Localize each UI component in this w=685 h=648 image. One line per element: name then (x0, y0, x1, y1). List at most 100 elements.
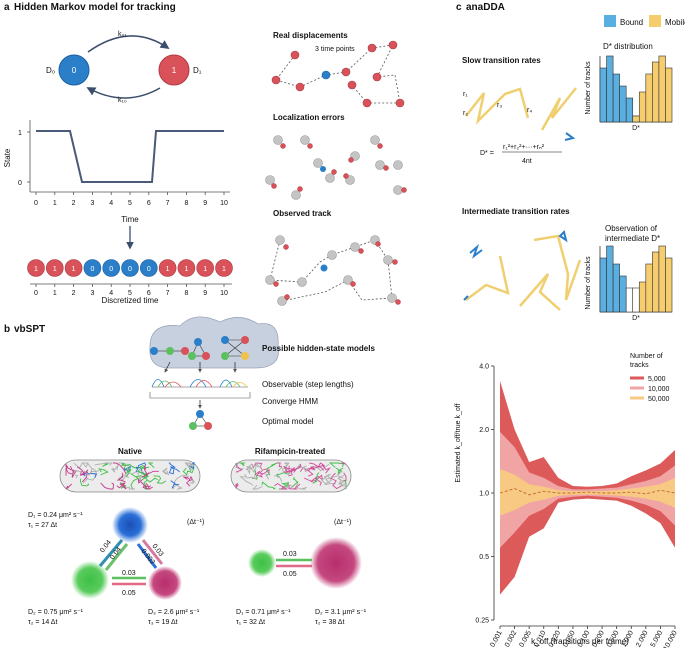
discrete-state-circle (121, 259, 139, 277)
discrete-state-circle (45, 259, 64, 277)
discrete-state-value: 1 (203, 266, 207, 273)
native-d2: D₂ = 0.75 μm² s⁻¹ (28, 609, 84, 616)
hist-bar-bound (606, 55, 614, 123)
real-displacements: Real displacements 3 time points (271, 31, 405, 108)
r4-label: r₄ (527, 107, 532, 114)
cell-track (284, 481, 294, 491)
k01-label: k₀₁ (118, 31, 127, 38)
hist-bar-intermediate (625, 287, 634, 313)
hist-bar-mobile (632, 115, 640, 123)
native-state-1 (112, 507, 148, 543)
models-cloud (149, 316, 279, 373)
discrete-tick-label: 3 (90, 290, 94, 297)
hist2-title-1: Observation of (605, 224, 658, 233)
cell-track (266, 462, 278, 476)
y-tick-0: 0 (18, 180, 22, 187)
cell-track (307, 466, 325, 471)
cell-track (295, 482, 307, 490)
rifampicin-label: Rifampicin-treated (255, 447, 325, 456)
cell-track (65, 483, 73, 490)
cell-track (189, 479, 195, 485)
native-t3: τ₃ = 19 Δt (148, 619, 178, 626)
discrete-state-circle (196, 259, 214, 277)
discrete-state-circle (140, 259, 158, 277)
two-state-model: k₀₁ k₁₀ 0 1 D₀ D₁ (46, 31, 202, 104)
cell-track (98, 468, 109, 476)
koff-y-tick-label: 0.5 (479, 554, 489, 561)
hist2-title-2: intermediate D* (605, 234, 660, 243)
time-tick-label: 6 (147, 200, 151, 207)
discrete-state-circle (64, 259, 83, 277)
hist-bar-bound (619, 275, 627, 313)
cell-track (70, 466, 78, 478)
observed-track-title: Observed track (273, 209, 332, 218)
time-tick-label: 0 (34, 200, 38, 207)
r2-label: r₂ (463, 110, 468, 117)
time-tick-label: 3 (90, 200, 94, 207)
koff-band-5,000 (500, 380, 675, 595)
native-state-3 (148, 566, 182, 600)
native-label: Native (118, 447, 143, 456)
hist1-title: D* distribution (603, 42, 653, 51)
cell-track (285, 466, 297, 473)
koff-y-tick-label: 1.0 (479, 491, 489, 498)
discrete-state-value: 1 (222, 266, 226, 273)
cell-track (122, 463, 138, 470)
koff-y-tick-label: 2.0 (479, 427, 489, 434)
cell-track (142, 482, 153, 490)
state-axis-label: State (3, 148, 12, 167)
native-rate-f: 0.05 (122, 590, 136, 597)
hist2 (599, 245, 673, 313)
koff-median-line (499, 488, 676, 496)
cell-track (344, 479, 347, 489)
cell-track (274, 482, 288, 490)
observable-label: Observable (step lengths) (262, 380, 354, 389)
discrete-state-circle (215, 259, 233, 277)
hist-bar-bound (612, 263, 620, 313)
discrete-state-value: 1 (34, 266, 38, 273)
hist-bar-mobile (665, 67, 673, 123)
rif-state-1 (248, 549, 276, 577)
cell-track (340, 484, 347, 490)
intermediate-rates-title: Intermediate transition rates (462, 207, 570, 216)
discrete-state-circle (158, 259, 177, 277)
panel-c: c anaDDA Bound Mobile Slow transition ra… (455, 2, 685, 648)
cell-track (254, 470, 264, 478)
cell-track (258, 467, 270, 475)
cell-track (168, 462, 176, 469)
cell-track (278, 466, 289, 473)
cell-track (130, 473, 140, 490)
cell-track (65, 463, 72, 476)
hist-bar-mobile (652, 251, 660, 313)
cell-track (316, 474, 324, 486)
panel-c-letter: c (456, 2, 462, 13)
cell-track (250, 461, 260, 473)
k01-arrow (87, 35, 170, 53)
y-tick-1: 1 (18, 130, 22, 137)
time-tick-label: 8 (184, 200, 188, 207)
cell-track (235, 482, 239, 489)
hist-bar-bound (619, 85, 627, 123)
panel-a: a Hidden Markov model for tracking k₀₁ k… (3, 2, 407, 306)
rif-state-2 (310, 537, 362, 589)
legend-bound-swatch (604, 15, 616, 27)
koff-xlabel: k_off (transitions per frame) (531, 637, 629, 646)
cell-track (135, 475, 158, 483)
d0-label: D₀ (46, 66, 55, 75)
r3-label: r₃ (497, 102, 502, 109)
hist1-xlabel: D* (632, 125, 640, 132)
rifampicin-cell (230, 459, 352, 493)
native-rate-e: 0.03 (122, 570, 136, 577)
cell-track (76, 466, 85, 476)
cell-track (117, 462, 130, 465)
time-tick-label: 7 (166, 200, 170, 207)
discrete-state-circle (27, 259, 45, 277)
cell-track (324, 469, 343, 485)
hist1 (599, 55, 673, 123)
cell-track (183, 476, 190, 480)
hist2-xlabel: D* (632, 315, 640, 322)
cell-track (94, 462, 113, 467)
slow-rates-title: Slow transition rates (462, 56, 541, 65)
